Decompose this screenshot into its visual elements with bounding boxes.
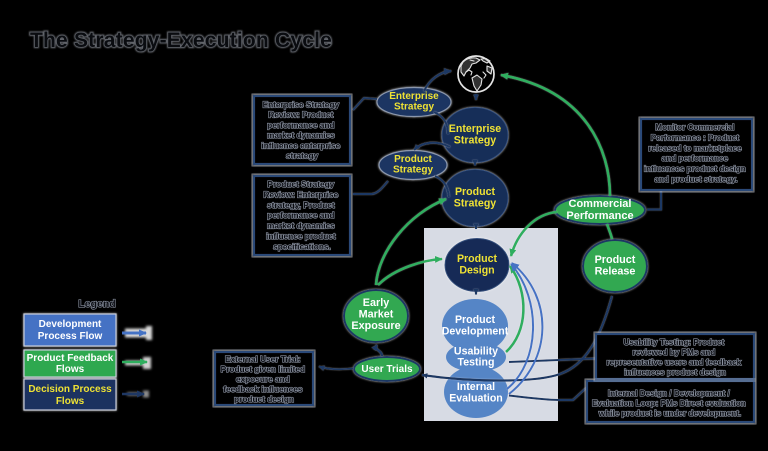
- svg-text:Enterprise Strategy Review: Enterprise Strategy Review: Product perf…: [261, 100, 342, 161]
- svg-text:Evaluation: Evaluation: [449, 393, 503, 405]
- svg-text:Flows: Flows: [56, 364, 85, 375]
- svg-text:Product: Product: [457, 253, 497, 265]
- svg-text:The Strategy-Execution Cycle: The Strategy-Execution Cycle: [30, 29, 332, 52]
- svg-text:Strategy: Strategy: [394, 102, 434, 113]
- svg-text:Product Feedback: Product Feedback: [27, 353, 114, 364]
- svg-text:The Strategy-Execution Cycle: The Strategy-Execution Cycle: [30, 29, 332, 52]
- svg-text:Commercial: Commercial: [569, 198, 632, 210]
- svg-text:Flows: Flows: [56, 396, 85, 407]
- svg-text:Decision Process: Decision Process: [28, 384, 112, 395]
- svg-text:Product Strategy Review: E: Product Strategy Review: Enterprise stra…: [263, 179, 340, 251]
- svg-text:Strategy: Strategy: [454, 198, 496, 210]
- svg-text:Design: Design: [459, 265, 494, 277]
- svg-text:Market: Market: [359, 309, 394, 321]
- svg-text:Product: Product: [455, 314, 495, 326]
- svg-text:Release: Release: [595, 266, 636, 278]
- svg-text:Performance: Performance: [566, 210, 633, 222]
- svg-text:Product: Product: [595, 254, 636, 266]
- svg-text:Testing: Testing: [458, 357, 495, 369]
- svg-text:Development: Development: [39, 319, 102, 330]
- svg-text:Development: Development: [442, 326, 509, 338]
- svg-text:Legend: Legend: [78, 298, 115, 310]
- svg-text:Usability Testing: Product: Usability Testing: Product reviewed by P…: [607, 338, 744, 377]
- svg-text:Usability: Usability: [454, 346, 498, 358]
- svg-text:Internal Design / Development: Internal Design / Development / Evaluati…: [592, 389, 748, 418]
- svg-text:Exposure: Exposure: [351, 320, 400, 332]
- svg-text:Enterprise: Enterprise: [449, 123, 502, 135]
- svg-text:Monitor Commercial Perform: Monitor Commercial Performance : Product…: [644, 123, 748, 184]
- svg-text:User Trials: User Trials: [361, 364, 413, 375]
- svg-text:Early: Early: [363, 297, 389, 309]
- svg-text:Strategy: Strategy: [454, 135, 496, 147]
- svg-text:Internal: Internal: [457, 381, 495, 393]
- svg-text:Product: Product: [455, 186, 495, 198]
- svg-text:External User Trial: Produ: External User Trial: Product given limit…: [221, 354, 308, 404]
- svg-text:Product: Product: [394, 154, 432, 165]
- svg-text:Process Flow: Process Flow: [38, 331, 103, 342]
- svg-text:Strategy: Strategy: [393, 165, 433, 176]
- svg-text:Enterprise: Enterprise: [389, 91, 439, 102]
